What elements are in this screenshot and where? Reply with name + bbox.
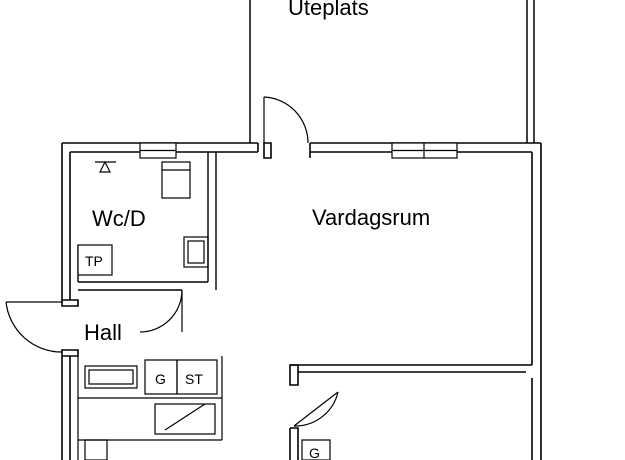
- doors: [5, 96, 339, 427]
- dryer-unit: [77, 244, 113, 276]
- room-label-patio: Uteplats: [288, 0, 369, 20]
- wc-fixtures: [95, 160, 209, 268]
- windows: [139, 142, 458, 159]
- fixture-label-dryer: TP: [85, 253, 103, 269]
- fixture-label-stove: G: [155, 371, 166, 387]
- closet-unit: [301, 439, 331, 460]
- fixture-label-cabinet: ST: [185, 371, 203, 387]
- room-label-living-room: Vardagsrum: [312, 205, 430, 230]
- wc-walls: [77, 152, 217, 291]
- kitchen-fixtures: [77, 356, 223, 460]
- walls: [61, 142, 542, 460]
- patio-boundary: [249, 0, 535, 143]
- room-label-hall: Hall: [84, 320, 122, 345]
- room-label-wc-shower: Wc/D: [92, 206, 146, 231]
- fixture-label-closet: G: [309, 445, 320, 460]
